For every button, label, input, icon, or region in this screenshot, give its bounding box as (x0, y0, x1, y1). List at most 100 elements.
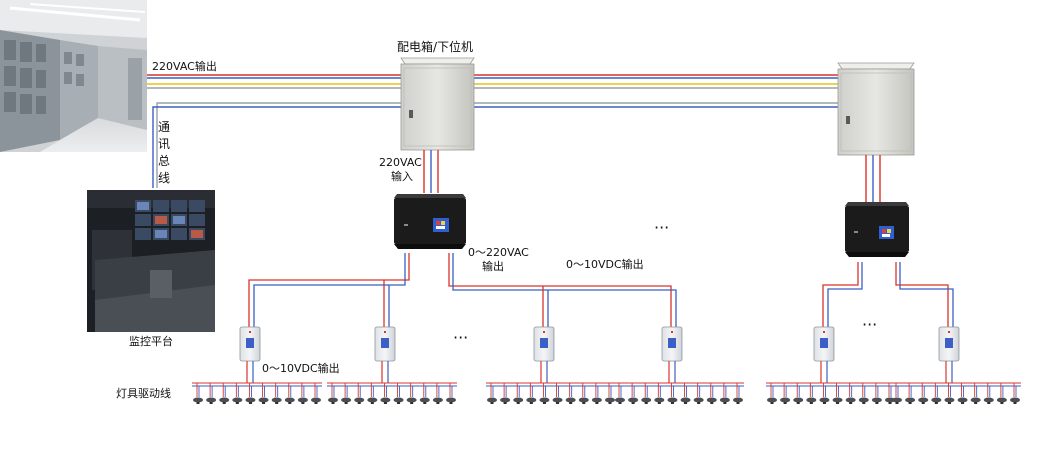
lamp-group (891, 382, 1021, 404)
lamp-fixture (354, 383, 365, 404)
lamp-fixture (341, 383, 352, 404)
lamp-group (192, 382, 322, 404)
ellipsis-right: ··· (862, 315, 877, 334)
lamp-fixture (446, 383, 456, 404)
ac-range-output-label: 0～220VAC (468, 246, 529, 259)
lamp-fixture (983, 383, 994, 404)
dimming-module (239, 326, 261, 383)
dimming-module (938, 326, 960, 383)
lamp-fixture (892, 383, 902, 404)
lamp-fixture (654, 383, 665, 404)
lamp-fixture (1010, 383, 1020, 404)
lamp-fixture (539, 383, 550, 404)
lamp-fixture (311, 383, 321, 404)
lamp-fixture (245, 383, 256, 404)
lamp-fixture (706, 383, 717, 404)
lamp-fixture (615, 383, 625, 404)
ellipsis-middle: ··· (453, 328, 468, 347)
monitoring-center-photo (87, 190, 215, 332)
comm-bus-label: 通 讯 总 线 (158, 120, 170, 185)
lamp-fixture (628, 383, 639, 404)
dimming-controller-1 (394, 194, 466, 249)
lamp-fixture (271, 383, 282, 404)
lamp-fixture (605, 383, 615, 404)
dc-output-label-lower: 0～10VDC输出 (262, 361, 340, 375)
lamp-fixture (858, 383, 869, 404)
dimming-modules (239, 326, 960, 383)
lamp-fixture (905, 383, 916, 404)
ac-input-label-2: 输入 (391, 169, 413, 183)
lamp-fixture (219, 383, 230, 404)
svg-text:通: 通 (158, 120, 170, 134)
lamp-fixture (284, 383, 295, 404)
lamp-fixture (487, 383, 497, 404)
lamp-fixture (733, 383, 743, 404)
lamp-fixture (552, 383, 563, 404)
lamp-fixture (780, 383, 791, 404)
branch-wires-2 (822, 262, 954, 327)
ac-input-label: 220VAC (379, 156, 422, 169)
lamp-fixture (885, 383, 895, 404)
driver-line-label: 灯具驱动线 (116, 386, 171, 400)
lamp-fixture (819, 383, 830, 404)
lamp-groups (192, 382, 1021, 404)
lamp-group (766, 382, 896, 404)
lamp-fixture (944, 383, 955, 404)
power-bus (147, 74, 838, 89)
lamp-fixture (767, 383, 777, 404)
svg-text:总: 总 (158, 154, 170, 168)
lamp-fixture (513, 383, 524, 404)
lamp-fixture (793, 383, 804, 404)
ac-output-label: 220VAC输出 (152, 59, 217, 73)
lamp-fixture (641, 383, 652, 404)
lamp-fixture (258, 383, 269, 404)
lamp-fixture (719, 383, 730, 404)
branch-wires-1 (248, 253, 677, 327)
lamp-fixture (591, 383, 602, 404)
lamp-fixture (297, 383, 308, 404)
lamp-fixture (380, 383, 391, 404)
svg-text:线: 线 (158, 171, 170, 185)
cabinet-title: 配电箱/下位机 (397, 39, 473, 54)
lamp-fixture (565, 383, 576, 404)
distribution-cabinet-1 (400, 57, 475, 151)
lamp-fixture (693, 383, 704, 404)
monitor-platform-label: 监控平台 (129, 334, 173, 348)
lamp-fixture (970, 383, 981, 404)
lamp-fixture (206, 383, 217, 404)
lamp-fixture (193, 383, 203, 404)
dimming-module (661, 326, 683, 383)
lamp-fixture (680, 383, 691, 404)
lamp-fixture (500, 383, 511, 404)
lamp-fixture (393, 383, 404, 404)
dc-output-label-upper: 0～10VDC输出 (566, 257, 644, 271)
lamp-fixture (931, 383, 942, 404)
dimming-controller-2 (845, 202, 909, 257)
dimming-module (374, 326, 396, 383)
lamp-fixture (328, 383, 338, 404)
lamp-fixture (232, 383, 243, 404)
lamp-group (327, 382, 457, 404)
lamp-fixture (806, 383, 817, 404)
dimming-module (533, 326, 555, 383)
lamp-group (486, 382, 616, 404)
lamp-fixture (871, 383, 882, 404)
lamp-group (614, 382, 744, 404)
communication-bus (152, 102, 838, 188)
lamp-fixture (832, 383, 843, 404)
lamp-fixture (957, 383, 968, 404)
lamp-fixture (667, 383, 678, 404)
lamp-fixture (526, 383, 537, 404)
lamp-fixture (406, 383, 417, 404)
dimming-module (813, 326, 835, 383)
lamp-fixture (996, 383, 1007, 404)
lamp-fixture (578, 383, 589, 404)
lamp-fixture (918, 383, 929, 404)
lamp-fixture (432, 383, 443, 404)
ellipsis-top: ··· (654, 218, 669, 237)
lamp-fixture (845, 383, 856, 404)
lamp-fixture (367, 383, 378, 404)
ac-range-output-label-2: 输出 (482, 259, 504, 273)
